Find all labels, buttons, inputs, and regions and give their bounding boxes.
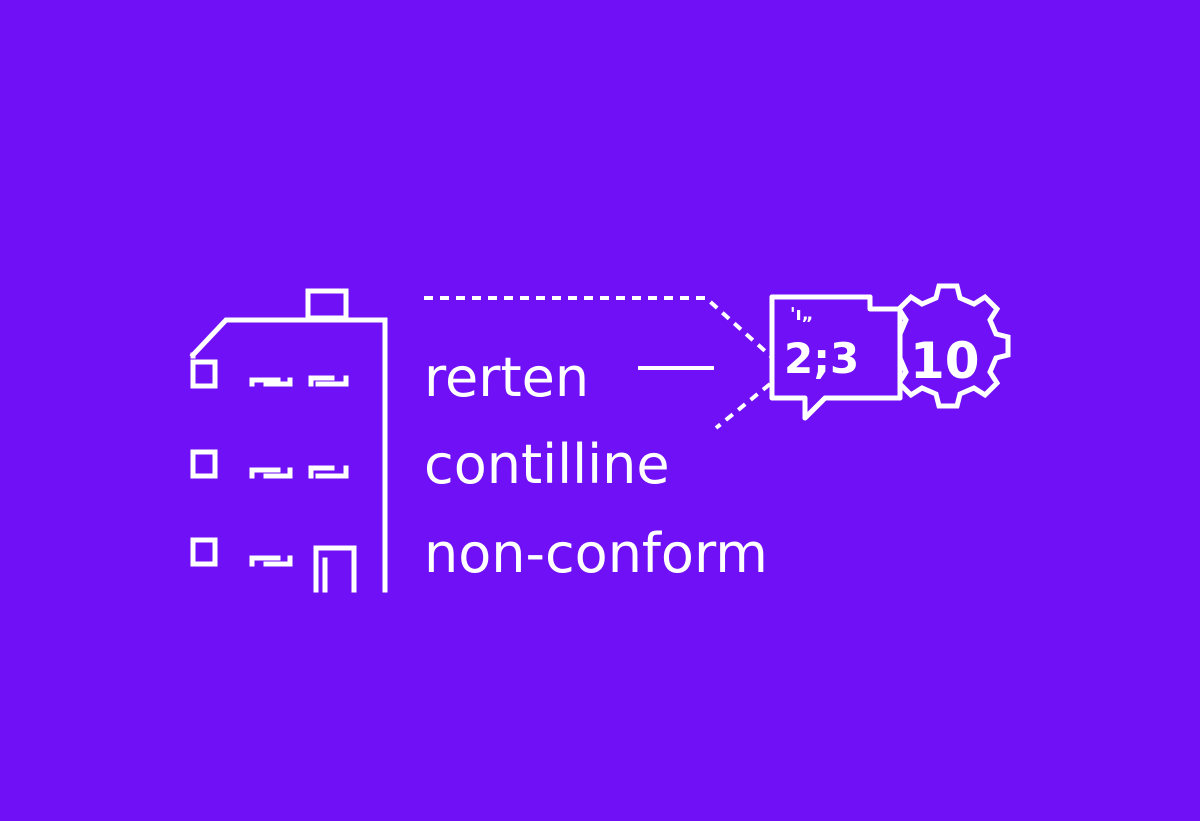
gear-icon (885, 283, 1011, 409)
gear-value: 10 (910, 332, 980, 390)
label-line-2: contilline (424, 433, 670, 496)
dashed-connector (424, 296, 777, 430)
label-line-3: non-conform (424, 522, 768, 585)
bubble-value: 2;3 (784, 334, 860, 383)
label-line-1: rerten (424, 346, 590, 409)
speech-bubble-front (769, 294, 903, 421)
building-icon (189, 288, 388, 593)
bubble-mark: 'ı„ (790, 304, 814, 325)
